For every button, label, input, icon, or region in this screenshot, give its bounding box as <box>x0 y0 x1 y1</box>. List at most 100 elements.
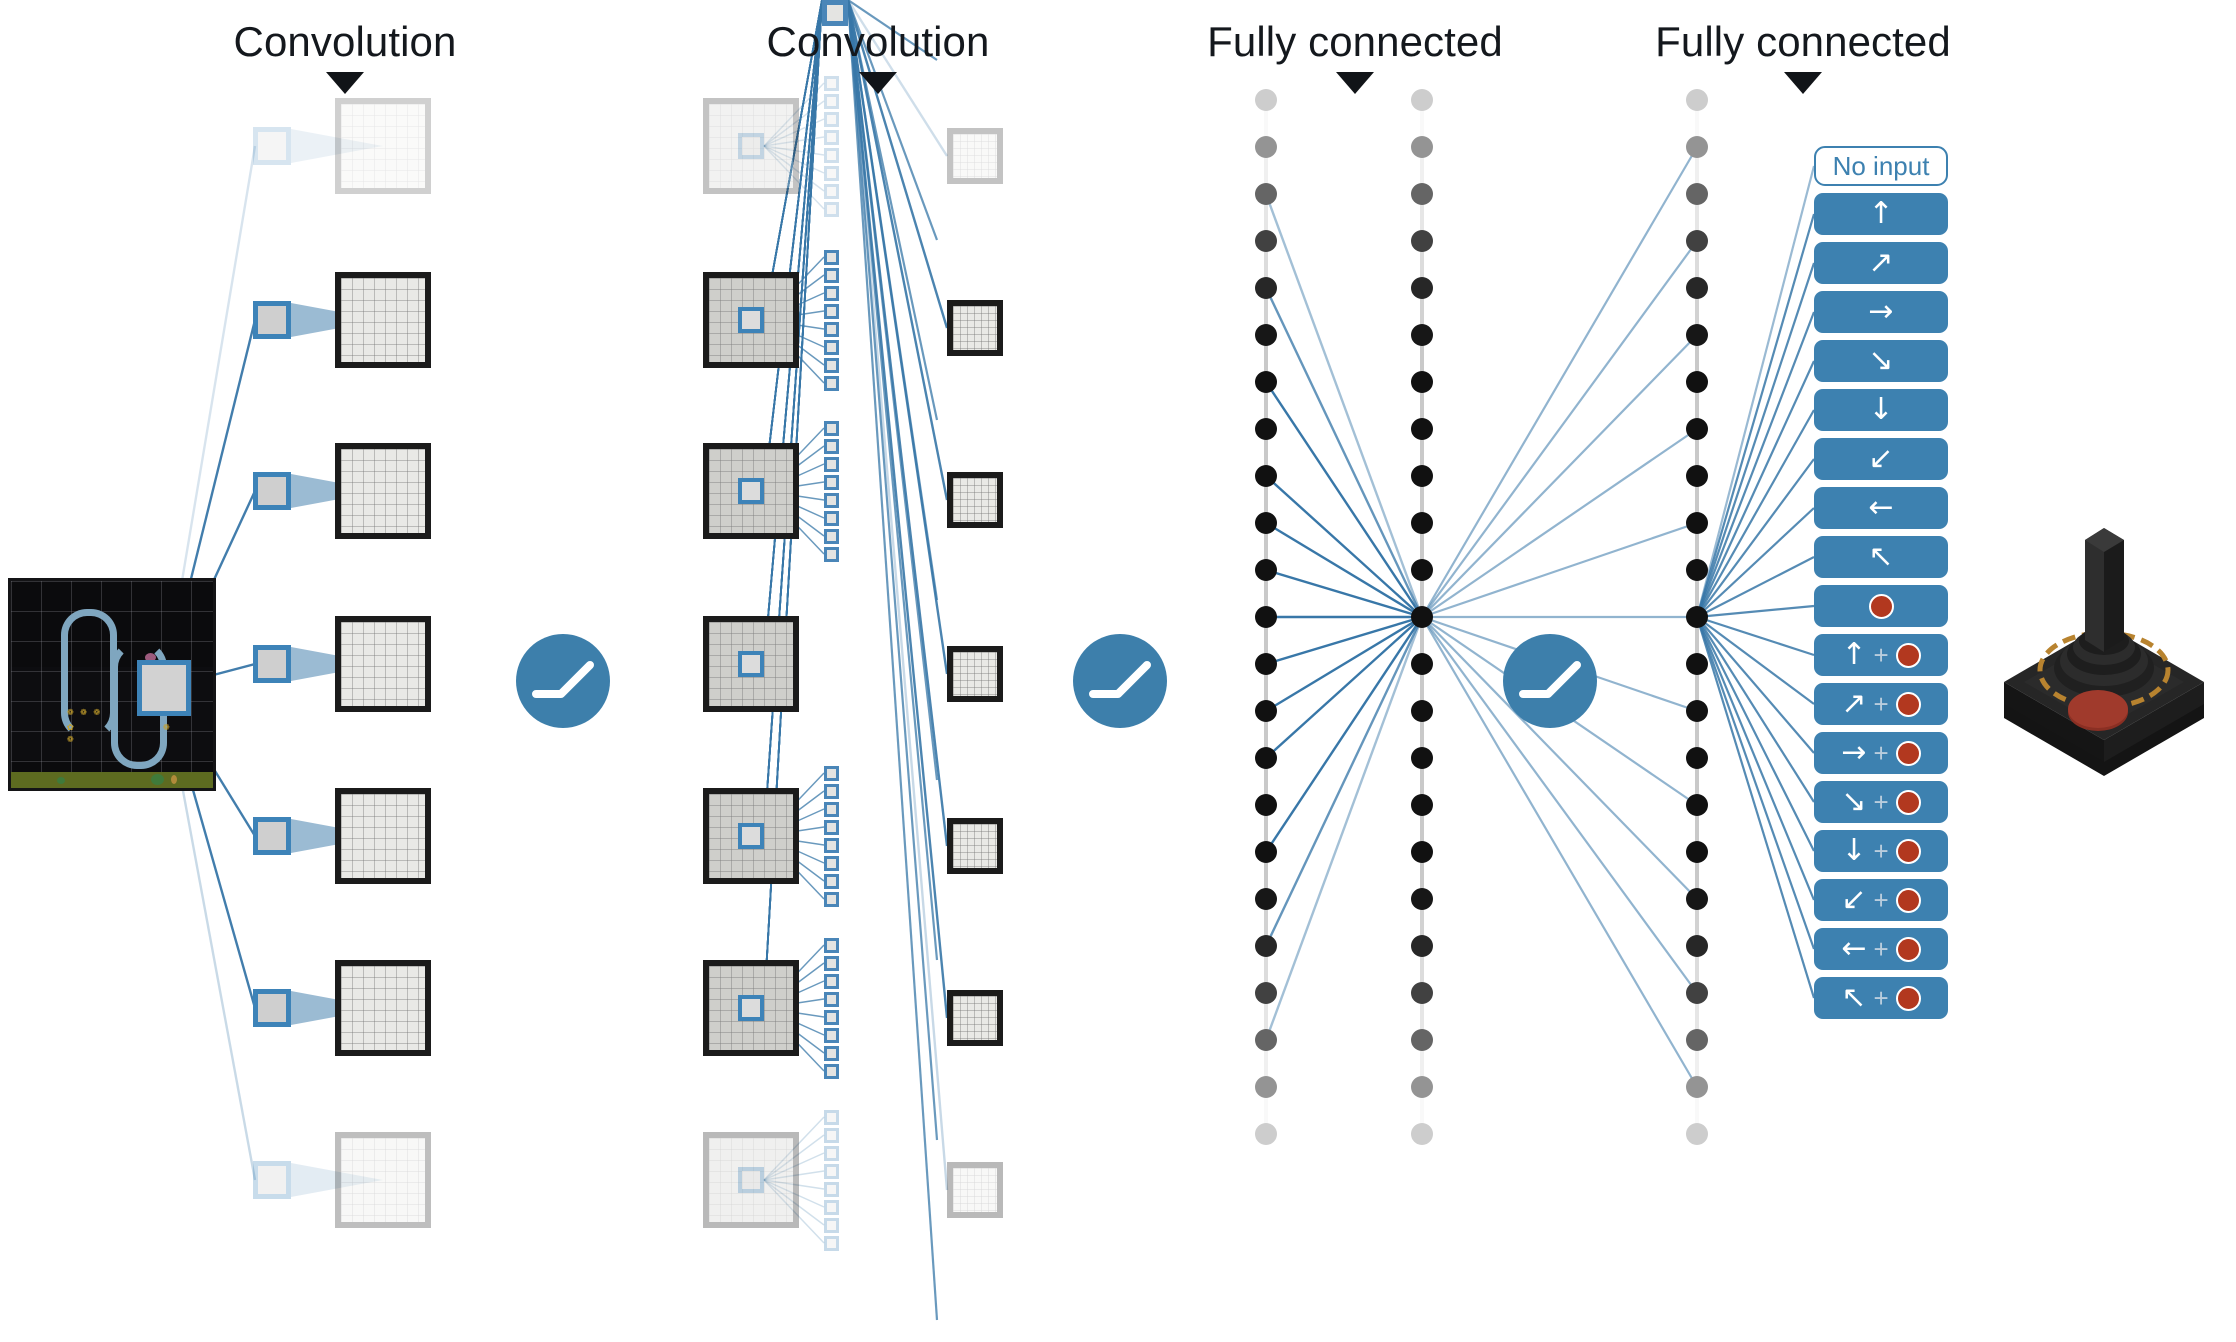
action-button-right-fire[interactable]: →+ <box>1814 732 1948 774</box>
conv2-kernel-cell <box>824 112 839 127</box>
conv2-receptive-patch <box>738 651 764 677</box>
fc-node <box>1686 982 1708 1004</box>
conv2-kernel-cell <box>824 439 839 454</box>
conv2-kernel-cell <box>824 938 839 953</box>
conv2-receptive-patch <box>738 478 764 504</box>
action-button-up-right[interactable]: ↗ <box>1814 242 1948 284</box>
fc-node <box>1255 1029 1277 1051</box>
conv2-kernel-cell <box>824 838 839 853</box>
conv1-receptive-patch <box>253 127 291 165</box>
fc-node <box>1686 606 1708 628</box>
feature-map-grid <box>341 794 425 878</box>
direction-arrow-icon: ↗ <box>1868 245 1894 280</box>
direction-arrow-icon: ↙ <box>1868 441 1894 476</box>
fc-node <box>1411 1076 1433 1098</box>
fc-node <box>1411 371 1433 393</box>
conv2-kernel-cell <box>824 956 839 971</box>
combo-row: ↑+ <box>1841 640 1921 670</box>
action-button-left[interactable]: ← <box>1814 487 1948 529</box>
direction-arrow-icon: ↘ <box>1841 784 1867 819</box>
fc-node <box>1686 841 1708 863</box>
conv2-kernel-cell <box>824 892 839 907</box>
game-ground <box>11 772 213 788</box>
conv2-kernel-cell <box>824 766 839 781</box>
conv2-kernel-cell <box>824 286 839 301</box>
fc-node <box>1686 559 1708 581</box>
action-button-up-right-fire[interactable]: ↗+ <box>1814 683 1948 725</box>
conv2-kernel-cell <box>824 1046 839 1061</box>
fc-node <box>1411 747 1433 769</box>
conv2-receptive-patch <box>738 823 764 849</box>
conv2-kernel-cell <box>824 529 839 544</box>
fc-node <box>1686 935 1708 957</box>
direction-arrow-icon: ← <box>1868 490 1894 525</box>
fc-node <box>1686 888 1708 910</box>
heading-2: Fully connected <box>1207 18 1503 65</box>
action-button-fire[interactable] <box>1814 585 1948 627</box>
conv2-kernel-cell <box>824 358 839 373</box>
action-label: No input <box>1832 150 1930 181</box>
direction-arrow-icon: ↖ <box>1841 980 1867 1015</box>
direction-arrow-icon: ↖ <box>1868 539 1894 574</box>
action-button-down-right[interactable]: ↘ <box>1814 340 1948 382</box>
fire-button-icon <box>1895 642 1921 668</box>
fc-node <box>1686 277 1708 299</box>
feature-map-grid <box>341 278 425 362</box>
combo-row: ↘+ <box>1841 784 1921 819</box>
action-button-down-left-fire[interactable]: ↙+ <box>1814 879 1948 921</box>
game-item <box>171 775 177 784</box>
action-button-down-left[interactable]: ↙ <box>1814 438 1948 480</box>
plus-symbol: + <box>1873 934 1889 964</box>
conv2-kernel-cell <box>824 1146 839 1161</box>
conv1-feature-map <box>335 98 431 194</box>
conv2-output-map <box>947 646 1003 702</box>
action-button-up-fire[interactable]: ↑+ <box>1814 634 1948 676</box>
conv2-kernel-cell <box>824 184 839 199</box>
fc-node <box>1686 1123 1708 1145</box>
fc-node <box>1255 700 1277 722</box>
feature-map-grid <box>709 1138 793 1222</box>
action-button-down-fire[interactable]: ↓+ <box>1814 830 1948 872</box>
fc-node <box>1255 230 1277 252</box>
action-button-right[interactable]: → <box>1814 291 1948 333</box>
action-button-no-input[interactable]: No input <box>1814 146 1948 186</box>
conv2-receptive-patch <box>738 1167 764 1193</box>
feature-map-grid <box>953 1168 997 1212</box>
plus-symbol: + <box>1873 640 1889 670</box>
direction-arrow-icon: ← <box>1841 931 1867 966</box>
conv2-kernel-cell <box>824 148 839 163</box>
action-button-up-left[interactable]: ↖ <box>1814 536 1948 578</box>
conv2-kernel-cell <box>824 1128 839 1143</box>
action-button-up-left-fire[interactable]: ↖+ <box>1814 977 1948 1019</box>
fc-node <box>1686 747 1708 769</box>
plus-symbol: + <box>1873 689 1889 719</box>
combo-row: ↖+ <box>1841 980 1921 1015</box>
action-button-up[interactable]: ↑ <box>1814 193 1948 235</box>
combo-row: ↙+ <box>1841 885 1921 915</box>
feature-map-grid <box>341 449 425 533</box>
game-sprite: ❁ ❁ ❁ <box>67 705 101 718</box>
fc-node <box>1686 418 1708 440</box>
conv2-feature-map <box>703 443 799 539</box>
direction-arrow-icon: ↓ <box>1841 833 1867 868</box>
conv2-kernel-cell <box>824 76 839 91</box>
conv1-feature-map <box>335 788 431 884</box>
conv2-kernel-cell <box>824 974 839 989</box>
fc-node <box>1686 465 1708 487</box>
conv1-feature-map <box>335 616 431 712</box>
conv2-kernel-cell <box>824 1164 839 1179</box>
caret-down-icon <box>1336 72 1374 94</box>
direction-arrow-icon: ↓ <box>1868 392 1894 427</box>
action-button-down-right-fire[interactable]: ↘+ <box>1814 781 1948 823</box>
fire-button-icon <box>1895 691 1921 717</box>
fc-node <box>1411 700 1433 722</box>
conv2-kernel-cell <box>824 475 839 490</box>
action-button-down[interactable]: ↓ <box>1814 389 1948 431</box>
game-sprite: ✿ <box>67 720 74 733</box>
feature-map-grid <box>341 104 425 188</box>
fc-node <box>1411 230 1433 252</box>
action-button-left-fire[interactable]: ←+ <box>1814 928 1948 970</box>
fire-button-icon <box>1895 838 1921 864</box>
